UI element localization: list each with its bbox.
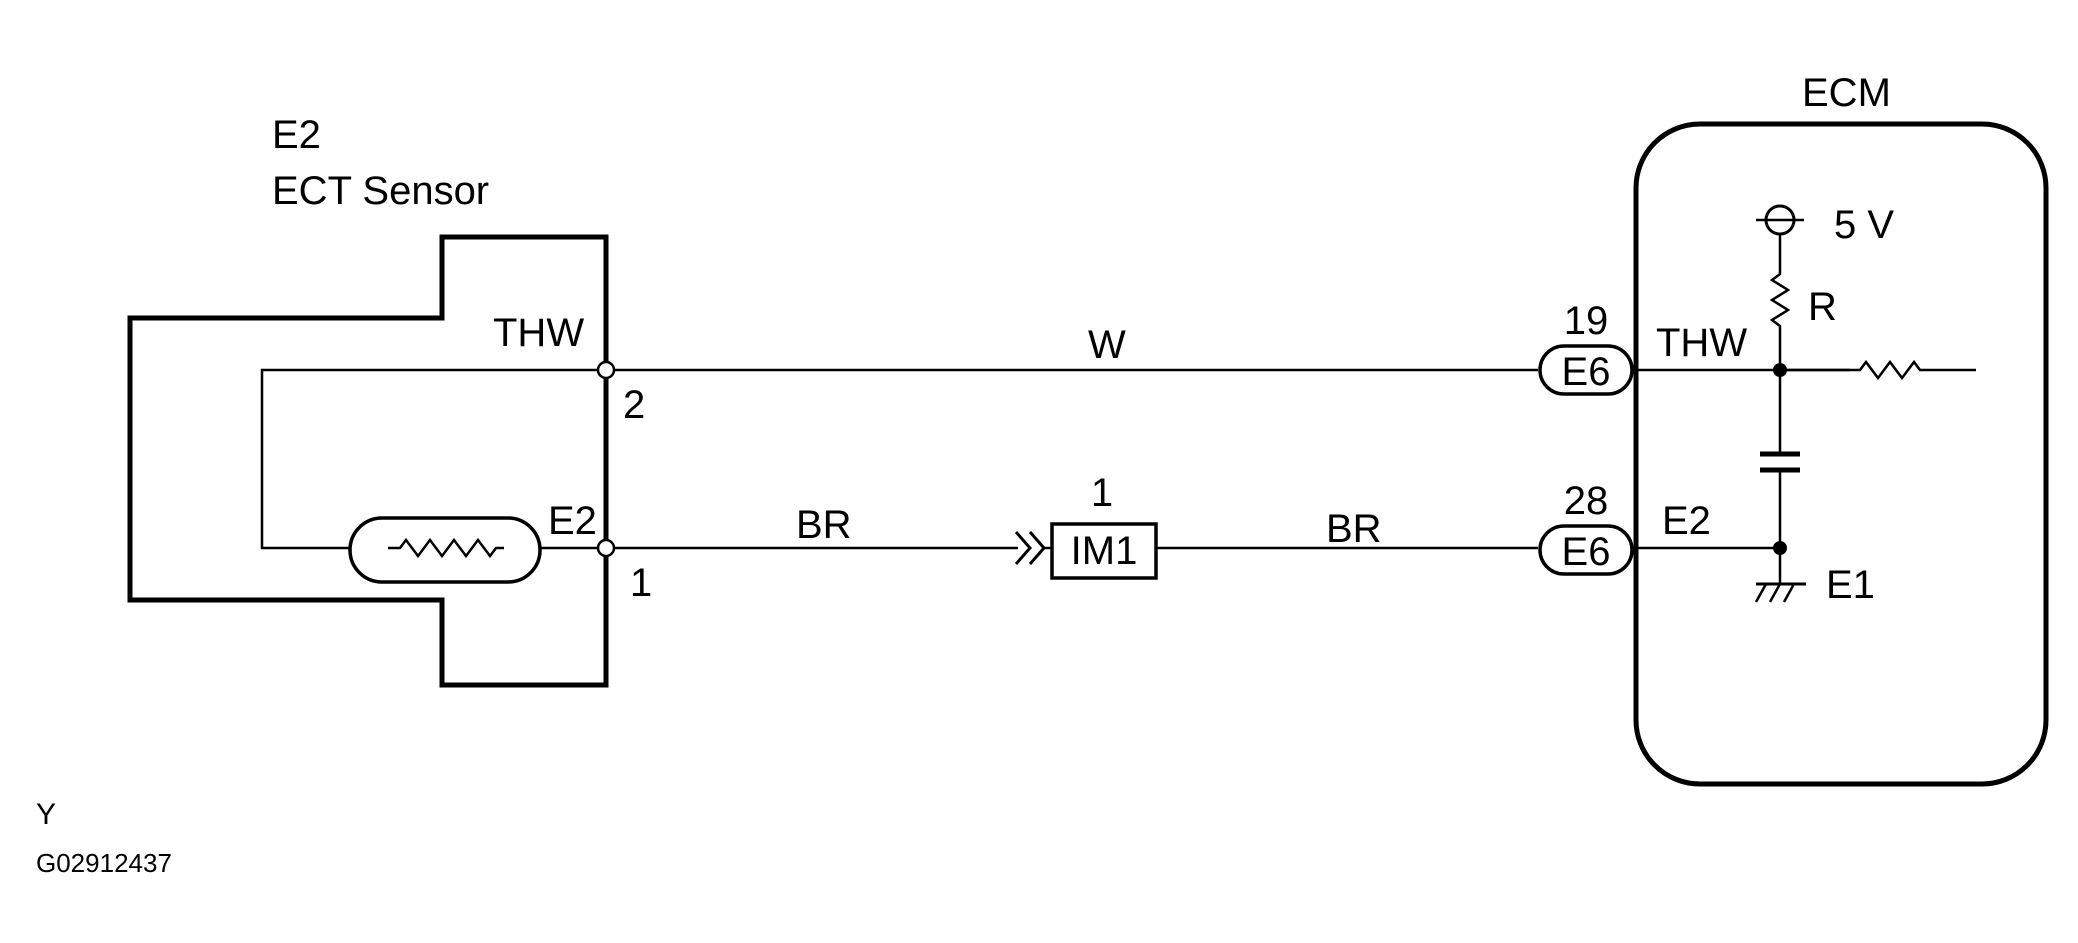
ecm: ECM E6 19 E6 28 THW 5 V R [1538, 71, 2049, 787]
pullup-resistor-icon [1769, 234, 1791, 370]
sensor-code: E2 [272, 113, 321, 157]
terminal-e2 [596, 538, 616, 558]
junction-pin: 1 [1091, 471, 1113, 515]
supply-terminal-icon [1756, 204, 1804, 236]
supply-label: 5 V [1834, 203, 1894, 247]
ect-sensor: E2 ECT Sensor THW E2 2 1 [127, 113, 652, 688]
ecm-connector-e2: E6 28 [1538, 479, 1634, 576]
ecm-thw-label: THW [1656, 321, 1747, 365]
wire-thw-color: W [1088, 323, 1126, 367]
sensor-pin-e2: 1 [630, 561, 652, 605]
capacitor-icon [1760, 370, 1800, 548]
ecm-connector-e2-label: E6 [1562, 530, 1611, 574]
terminal-thw [596, 360, 616, 380]
ecm-connector-thw: E6 19 [1538, 299, 1634, 396]
ecm-connector-thw-label: E6 [1562, 350, 1611, 394]
thermistor-icon [348, 516, 542, 584]
wire-e2-color-left: BR [796, 503, 852, 547]
ground-icon [1754, 548, 1806, 603]
ecm-box [1633, 121, 2049, 787]
output-resistor-icon [1780, 359, 1976, 381]
ecm-connector-thw-pin: 19 [1564, 299, 1609, 343]
ecm-e2-label: E2 [1662, 499, 1711, 543]
junction-label: IM1 [1071, 529, 1138, 573]
figure-id: G02912437 [36, 848, 172, 878]
ecm-title: ECM [1802, 71, 1891, 115]
junction-connector: IM1 1 [1014, 471, 1158, 580]
sensor-pin-thw: 2 [623, 383, 645, 427]
sensor-thw-label: THW [493, 311, 584, 355]
resistor-label: R [1808, 285, 1837, 329]
ecm-connector-e2-pin: 28 [1564, 479, 1609, 523]
sensor-name: ECT Sensor [272, 169, 489, 213]
sensor-housing [127, 234, 609, 688]
wire-e2-color-right: BR [1326, 507, 1382, 551]
y-label: Y [36, 798, 56, 831]
sensor-internal-wire [260, 368, 606, 550]
e1-label: E1 [1826, 563, 1875, 607]
sensor-e2-label: E2 [548, 499, 597, 543]
